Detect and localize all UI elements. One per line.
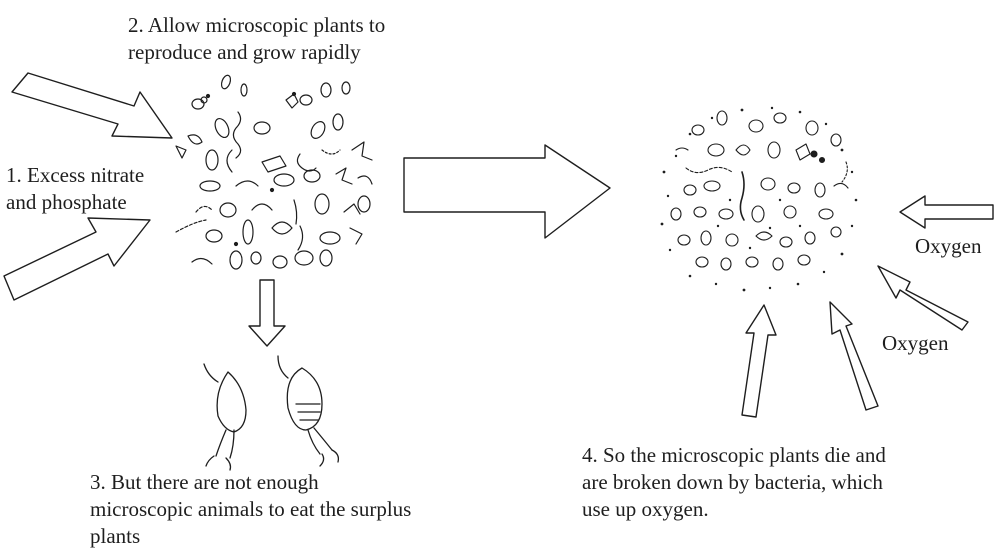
nutrient-arrow-lower — [4, 218, 150, 300]
main-transition-arrow — [404, 145, 610, 238]
oxygen-arrow-bottom-left — [742, 305, 776, 417]
oxygen-label-lower: Oxygen — [882, 330, 949, 357]
algae-cluster — [176, 74, 372, 269]
oxygen-arrow-right — [900, 196, 993, 228]
step-1-label: 1. Excess nitrate and phosphate — [6, 162, 144, 216]
down-arrow-to-animals — [249, 280, 285, 346]
step-4-label: 4. So the microscopic plants die and are… — [582, 442, 886, 523]
oxygen-arrow-bottom-right — [830, 302, 878, 410]
step-3-label: 3. But there are not enough microscopic … — [90, 469, 411, 550]
nutrient-arrow-upper — [12, 73, 172, 138]
oxygen-label-right: Oxygen — [915, 233, 982, 260]
decomposing-cluster — [658, 107, 858, 292]
step-2-label: 2. Allow microscopic plants to reproduce… — [128, 12, 385, 66]
microscopic-animals — [204, 356, 338, 470]
oxygen-arrow-diagonal — [878, 266, 968, 330]
